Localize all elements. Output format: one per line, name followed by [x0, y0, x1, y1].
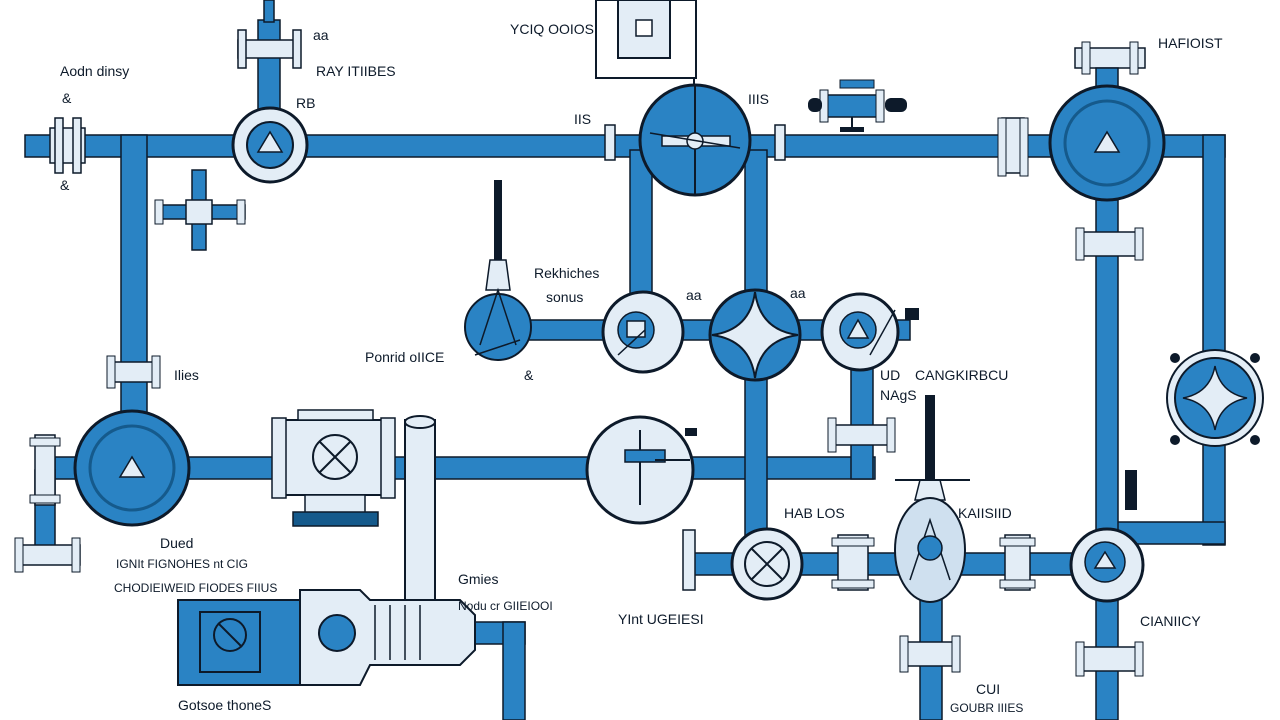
gauge-middle-right	[820, 292, 919, 372]
label-pump1: RAY ITIIBES	[316, 63, 396, 79]
gauge-lower-center	[585, 415, 697, 525]
cross-valve-middle	[708, 288, 802, 382]
label-top-left-2: &	[62, 90, 72, 106]
label-valve1-mark: RB	[296, 95, 315, 111]
label-middle-right-mark: UD	[880, 367, 900, 383]
label-lower-right-2: KAIISIID	[958, 505, 1012, 521]
control-box	[595, 0, 697, 100]
flange-top-left	[49, 117, 86, 174]
label-sensor-1: Rekhiches	[534, 265, 599, 281]
label-top-left-1: Aodn dinsy	[60, 63, 129, 79]
pump-bottom-left	[177, 589, 476, 686]
label-middle-mark-b: aa	[790, 285, 806, 301]
label-sensor-2: sonus	[546, 289, 583, 305]
gauge-bottom-right	[1069, 470, 1145, 677]
label-top-right: HAFIOIST	[1158, 35, 1223, 51]
label-far-right: CIANIICY	[1140, 613, 1201, 629]
pump-top-left	[231, 0, 309, 184]
pump-top-right	[997, 41, 1166, 261]
pipe-left-vertical	[120, 134, 148, 436]
label-lower-left-3: CHODIEIWEID FIODES FIIUS	[114, 581, 277, 595]
pipe-pump-outlet-drop	[502, 621, 526, 720]
small-valve-top	[808, 79, 907, 132]
box-valve	[271, 409, 396, 527]
label-lower-right-1: HAB LOS	[784, 505, 845, 521]
label-lower-left-2: IGNIt FIGNOHES nt CIG	[116, 557, 248, 571]
sensor-bulb	[464, 180, 532, 361]
cross-fitting-left	[154, 169, 246, 251]
pipe-top-main	[24, 134, 1226, 158]
flange-mid-right	[827, 417, 896, 453]
label-lower-left-1: Dued	[160, 535, 193, 551]
cross-valve-right	[1166, 349, 1264, 447]
bent-pipe	[404, 415, 436, 601]
label-middle-mark-a: aa	[686, 287, 702, 303]
label-top-left-3: &	[60, 177, 70, 193]
label-lower-mid-1: Gmies	[458, 571, 498, 587]
central-vessel	[604, 83, 786, 197]
label-middle-right-1: CANGKIRBCU	[915, 367, 1008, 383]
label-top-center: YCIQ OOIOS	[510, 21, 594, 37]
label-top-mark-right: IIIS	[748, 91, 769, 107]
label-bottom-right-2: GOUBR IIIES	[950, 701, 1023, 715]
label-top-mark-left: IIS	[574, 111, 591, 127]
labels: Aodn dinsy & & aa RAY ITIIBES RB YCIQ OO…	[60, 21, 1223, 715]
label-middle-left-mark: Ilies	[174, 367, 199, 383]
pipe-right-vertical	[1202, 134, 1226, 546]
label-sensor-mark: &	[524, 367, 534, 383]
label-bottom-left: Gotsoe thoneS	[178, 697, 271, 713]
gauge-middle-left	[601, 290, 685, 374]
label-lower-mid-2: Nodu cr GIIEIOOI	[458, 599, 553, 613]
label-bottom-right-1: CUI	[976, 681, 1000, 697]
x-valve-bottom	[682, 527, 875, 601]
label-pump1-mark: aa	[313, 27, 329, 43]
label-middle-left: Ponrid oIICE	[365, 349, 444, 365]
label-middle-right-2: NAgS	[880, 387, 917, 403]
label-lower-center: YInt UGEIESI	[618, 611, 704, 627]
globe-valve-bottom	[894, 395, 1036, 673]
pump-lower-left	[14, 355, 191, 573]
